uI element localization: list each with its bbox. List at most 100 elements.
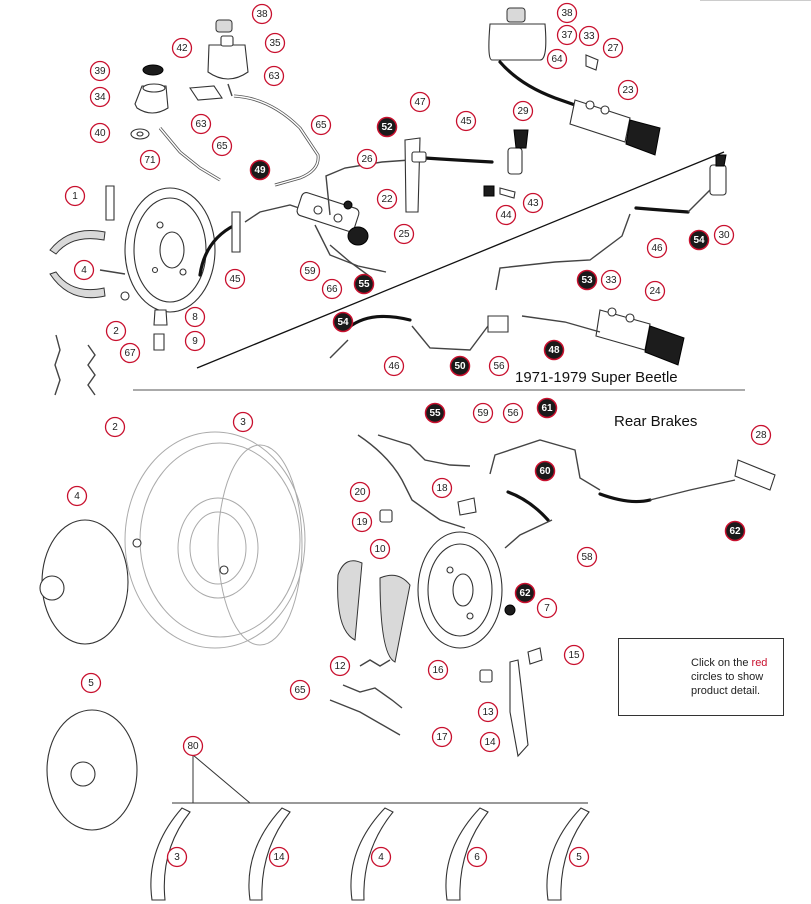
callout-circle[interactable] [602,37,624,59]
callout-33[interactable]: 33 [578,25,600,47]
callout-16[interactable]: 16 [427,659,449,681]
callout-circle[interactable] [370,846,392,868]
callout-circle[interactable] [263,65,285,87]
callout-14[interactable]: 14 [268,846,290,868]
callout-circle[interactable] [578,25,600,47]
callout-circle[interactable] [724,520,746,542]
callout-58[interactable]: 58 [576,546,598,568]
callout-45[interactable]: 45 [224,268,246,290]
callout-2[interactable]: 2 [105,320,127,342]
callout-circle[interactable] [576,269,598,291]
callout-65[interactable]: 65 [310,114,332,136]
callout-20[interactable]: 20 [349,481,371,503]
callout-61[interactable]: 61 [536,397,558,419]
callout-27[interactable]: 27 [602,37,624,59]
callout-circle[interactable] [534,460,556,482]
callout-10[interactable]: 10 [369,538,391,560]
callout-4[interactable]: 4 [370,846,392,868]
callout-circle[interactable] [264,32,286,54]
callout-5[interactable]: 5 [80,672,102,694]
callout-circle[interactable] [66,485,88,507]
callout-42[interactable]: 42 [171,37,193,59]
callout-38[interactable]: 38 [251,3,273,25]
callout-28[interactable]: 28 [750,424,772,446]
callout-3[interactable]: 3 [232,411,254,433]
callout-17[interactable]: 17 [431,726,453,748]
callout-circle[interactable] [495,204,517,226]
callout-19[interactable]: 19 [351,511,373,533]
callout-circle[interactable] [556,2,578,24]
callout-circle[interactable] [424,402,446,424]
callout-circle[interactable] [139,149,161,171]
callout-circle[interactable] [750,424,772,446]
callout-56[interactable]: 56 [488,355,510,377]
callout-circle[interactable] [89,86,111,108]
callout-65[interactable]: 65 [211,135,233,157]
callout-circle[interactable] [488,355,510,377]
callout-5[interactable]: 5 [568,846,590,868]
callout-18[interactable]: 18 [431,477,453,499]
callout-circle[interactable] [224,268,246,290]
callout-35[interactable]: 35 [264,32,286,54]
callout-15[interactable]: 15 [563,644,585,666]
callout-circle[interactable] [576,546,598,568]
callout-46[interactable]: 46 [383,355,405,377]
callout-circle[interactable] [251,3,273,25]
callout-52[interactable]: 52 [376,116,398,138]
callout-54[interactable]: 54 [332,311,354,333]
callout-40[interactable]: 40 [89,122,111,144]
callout-circle[interactable] [353,273,375,295]
callout-circle[interactable] [171,37,193,59]
callout-circle[interactable] [329,655,351,677]
callout-59[interactable]: 59 [299,260,321,282]
callout-46[interactable]: 46 [646,237,668,259]
callout-59[interactable]: 59 [472,402,494,424]
callout-39[interactable]: 39 [89,60,111,82]
callout-circle[interactable] [289,679,311,701]
callout-45[interactable]: 45 [455,110,477,132]
callout-circle[interactable] [299,260,321,282]
callout-circle[interactable] [536,597,558,619]
callout-circle[interactable] [449,355,471,377]
callout-circle[interactable] [105,320,127,342]
callout-37[interactable]: 37 [556,24,578,46]
callout-circle[interactable] [688,229,710,251]
callout-circle[interactable] [713,224,735,246]
callout-circle[interactable] [644,280,666,302]
callout-circle[interactable] [617,79,639,101]
callout-2[interactable]: 2 [104,416,126,438]
callout-circle[interactable] [182,735,204,757]
callout-62[interactable]: 62 [724,520,746,542]
callout-circle[interactable] [119,342,141,364]
callout-circle[interactable] [376,188,398,210]
callout-circle[interactable] [455,110,477,132]
callout-circle[interactable] [512,100,534,122]
callout-49[interactable]: 49 [249,159,271,181]
callout-3[interactable]: 3 [166,846,188,868]
callout-circle[interactable] [89,122,111,144]
callout-7[interactable]: 7 [536,597,558,619]
callout-50[interactable]: 50 [449,355,471,377]
callout-circle[interactable] [166,846,188,868]
callout-1[interactable]: 1 [64,185,86,207]
callout-circle[interactable] [646,237,668,259]
callout-30[interactable]: 30 [713,224,735,246]
callout-circle[interactable] [543,339,565,361]
callout-25[interactable]: 25 [393,223,415,245]
callout-circle[interactable] [190,113,212,135]
callout-14[interactable]: 14 [479,731,501,753]
callout-54[interactable]: 54 [688,229,710,251]
callout-55[interactable]: 55 [424,402,446,424]
callout-55[interactable]: 55 [353,273,375,295]
callout-circle[interactable] [211,135,233,157]
callout-33[interactable]: 33 [600,269,622,291]
callout-63[interactable]: 63 [263,65,285,87]
callout-circle[interactable] [376,116,398,138]
callout-62[interactable]: 62 [514,582,536,604]
callout-circle[interactable] [349,481,371,503]
callout-circle[interactable] [73,259,95,281]
callout-circle[interactable] [310,114,332,136]
callout-66[interactable]: 66 [321,278,343,300]
callout-13[interactable]: 13 [477,701,499,723]
callout-6[interactable]: 6 [466,846,488,868]
